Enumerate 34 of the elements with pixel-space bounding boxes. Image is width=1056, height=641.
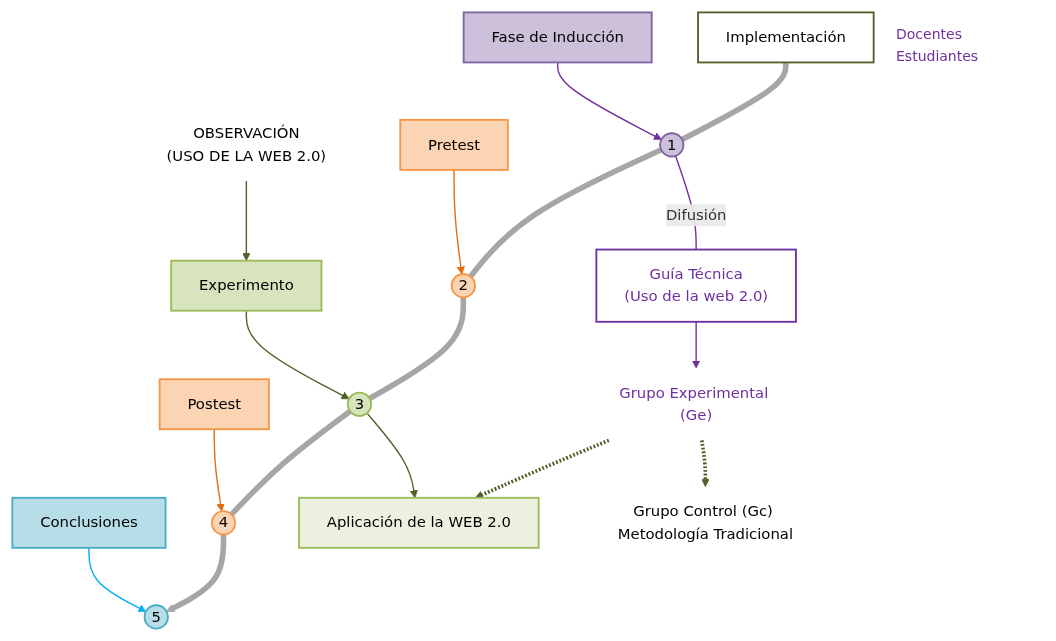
edge-note: Estudiantes [896, 48, 980, 64]
arrow [453, 169, 465, 275]
arrow [213, 428, 225, 512]
connector [680, 62, 789, 142]
node-circle: 2 [450, 273, 476, 299]
arrow [88, 547, 147, 612]
arrow [245, 310, 350, 400]
connector [368, 297, 467, 401]
arrow [699, 440, 710, 488]
arrow [166, 534, 227, 613]
connector [468, 147, 663, 279]
node-circle: 3 [346, 391, 373, 417]
node-text: OBSERVACIÓN (USO DE LA WEB 2.0) [166, 124, 327, 165]
node-text: Grupo Experimental (Ge) [619, 383, 769, 424]
node-box: Aplicación de la WEB 2.0 [298, 496, 540, 549]
node-text: Grupo Control (Gc) Metodología Tradicional [617, 502, 794, 543]
node-circle: 4 [210, 510, 237, 536]
edge-note: Docentes [896, 26, 963, 42]
edge-label: Difusión [665, 206, 727, 224]
arrow [242, 180, 251, 262]
arrow [366, 412, 418, 499]
node-box: Postest [158, 378, 270, 431]
node-box: Implementación [697, 11, 875, 64]
node-box: Fase de Inducción [462, 11, 653, 64]
node-box: Pretest [399, 118, 509, 171]
node-box: Experimento [170, 259, 323, 312]
arrow [692, 321, 701, 369]
node-circle: 1 [659, 132, 685, 158]
arrow [475, 438, 610, 499]
arrow [557, 61, 662, 140]
node-circle: 5 [143, 604, 169, 630]
connector [229, 409, 352, 517]
node-box: Conclusiones [11, 496, 167, 549]
node-box: Guía Técnica (Uso de la web 2.0) [595, 248, 797, 323]
